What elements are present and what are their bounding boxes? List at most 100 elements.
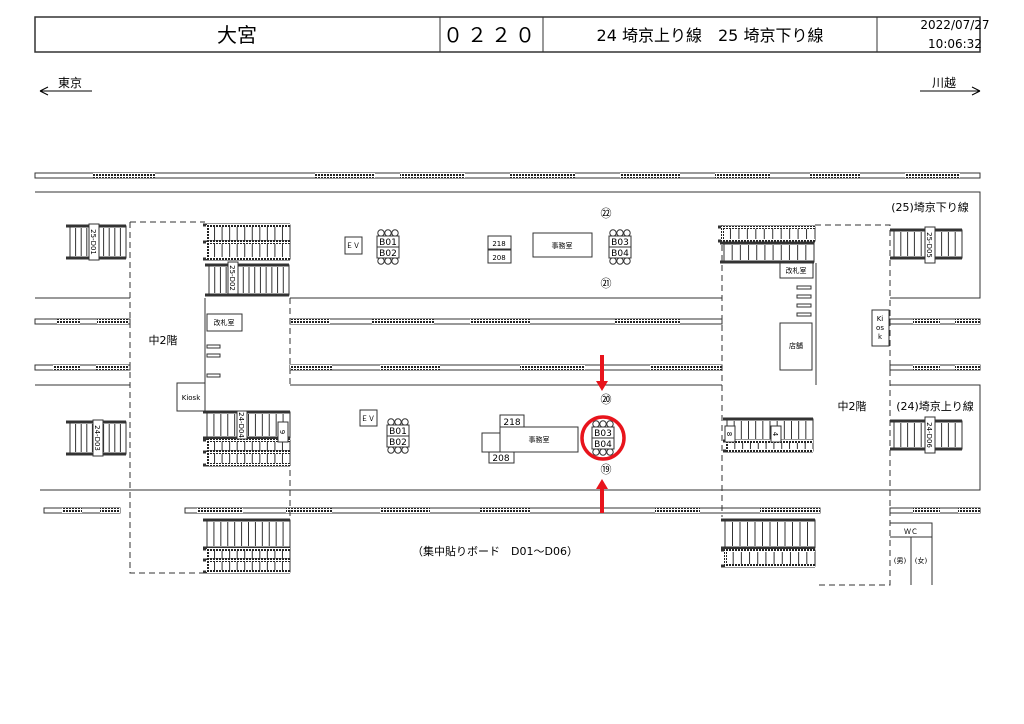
staircase xyxy=(721,518,816,550)
gate-marks-left xyxy=(206,344,221,378)
tactile-paving xyxy=(207,439,290,442)
tactile-paving xyxy=(197,508,243,513)
tactile-paving xyxy=(715,173,770,178)
stair-outline xyxy=(721,226,816,242)
board-label: B02 xyxy=(379,249,397,259)
svg-text:218: 218 xyxy=(492,240,505,248)
tactile-paving xyxy=(290,365,332,370)
escalator xyxy=(203,240,291,261)
wc: ＷＣ (男) (女) xyxy=(890,522,933,585)
svg-text:店舗: 店舗 xyxy=(789,341,803,350)
board-label: B04 xyxy=(594,440,612,450)
board-label: B04 xyxy=(611,249,629,259)
svg-text:208: 208 xyxy=(492,454,509,464)
down-line-label: (25)埼京下り線 xyxy=(891,200,969,214)
tactile-paving xyxy=(380,365,440,370)
ev-bottom: ＥＶ xyxy=(359,409,378,427)
tactile-paving xyxy=(725,564,815,567)
seat-icon xyxy=(592,420,600,428)
tactile-paving xyxy=(206,440,209,452)
tactile-paving xyxy=(955,365,980,370)
board-label: B02 xyxy=(389,438,407,448)
svg-text:ＥＶ: ＥＶ xyxy=(346,242,360,250)
gate-marks-right xyxy=(796,285,812,317)
tactile-paving xyxy=(913,365,940,370)
tactile-paving xyxy=(93,173,155,178)
mezzanine-label-left: 中2階 xyxy=(149,333,178,347)
ticket-office-left: 改札室 xyxy=(206,313,243,332)
direction-left: 東京 xyxy=(39,76,92,96)
stair-outline xyxy=(206,241,291,260)
svg-text:事務室: 事務室 xyxy=(552,241,573,250)
svg-text:208: 208 xyxy=(492,254,505,262)
tactile-paving xyxy=(207,570,290,573)
seat-icon xyxy=(599,420,607,428)
tactile-paving xyxy=(206,225,209,242)
stair-outline xyxy=(724,549,816,567)
tactile-paving xyxy=(315,173,375,178)
tactile-paving xyxy=(470,319,530,324)
office-bottom: 218 事務室 208 xyxy=(481,414,579,464)
escalator xyxy=(203,450,291,467)
number-boxes-top: 218 208 xyxy=(487,235,512,264)
tactile-paving xyxy=(207,451,290,454)
escalator xyxy=(203,558,291,574)
stair-label: 9 xyxy=(278,430,286,434)
stair-labels: 25-D01 25-D02 24-D03 24-D04 25-D05 24-D0… xyxy=(88,223,936,457)
red-arrow-down-icon xyxy=(596,355,608,391)
tactile-paving xyxy=(207,241,290,244)
station-name: 大宮 xyxy=(217,23,257,47)
seat-icon xyxy=(394,418,402,426)
tactile-paving xyxy=(655,508,700,513)
stair-label: 24-D06 xyxy=(925,422,933,448)
header-bar: 大宮 ０２２０ 24 埼京上り線 25 埼京下り線 2022/07/27 10:… xyxy=(34,16,990,53)
platform-outlines xyxy=(35,191,981,491)
tactile-paving xyxy=(206,549,209,560)
tactile-paving xyxy=(727,440,813,443)
stair-label: 25-D01 xyxy=(89,229,97,255)
tactile-paving xyxy=(721,227,724,241)
tactile-paving xyxy=(760,508,820,513)
escalator xyxy=(721,548,816,568)
escalator xyxy=(718,225,816,243)
seat-icon xyxy=(391,229,399,237)
tactile-paving xyxy=(722,226,815,229)
seat-icon xyxy=(384,229,392,237)
seat-icon xyxy=(609,229,617,237)
svg-text:k: k xyxy=(878,333,883,341)
tactile-paving xyxy=(207,224,290,227)
staircase xyxy=(720,241,815,264)
tactile-paving xyxy=(722,239,815,242)
date: 2022/07/27 xyxy=(920,18,989,32)
tactile-paving xyxy=(206,560,209,572)
escalator xyxy=(203,223,291,244)
shop: 店舗 xyxy=(779,322,813,371)
tactile-paving xyxy=(725,549,815,552)
tracks xyxy=(34,172,981,514)
tactile-paving xyxy=(955,319,980,324)
track-edge xyxy=(34,172,981,179)
up-line-label: (24)埼京上り線 xyxy=(896,399,974,413)
tactile-paving xyxy=(724,550,727,566)
car-position-20: ⑳ xyxy=(601,393,612,406)
tactile-paving xyxy=(958,508,980,513)
tactile-paving xyxy=(96,365,128,370)
tactile-paving xyxy=(727,449,813,452)
svg-text:218: 218 xyxy=(503,418,520,428)
kiosk-left: Kiosk xyxy=(176,382,206,412)
board-label: B03 xyxy=(611,238,629,248)
car-position-21: ㉑ xyxy=(601,277,612,290)
tactile-paving xyxy=(206,242,209,259)
staircase xyxy=(203,518,291,550)
ticket-office-label: 改札室 xyxy=(214,318,235,327)
svg-text:Ki: Ki xyxy=(877,315,884,323)
tactile-paving xyxy=(207,257,290,260)
tactile-paving xyxy=(286,508,332,513)
tactile-paving xyxy=(520,365,585,370)
mezzanine-label-right: 中2階 xyxy=(838,399,867,413)
tactile-paving xyxy=(810,173,860,178)
escalator xyxy=(723,439,814,453)
tactile-paving xyxy=(100,508,120,513)
tactile-paving xyxy=(207,559,290,562)
